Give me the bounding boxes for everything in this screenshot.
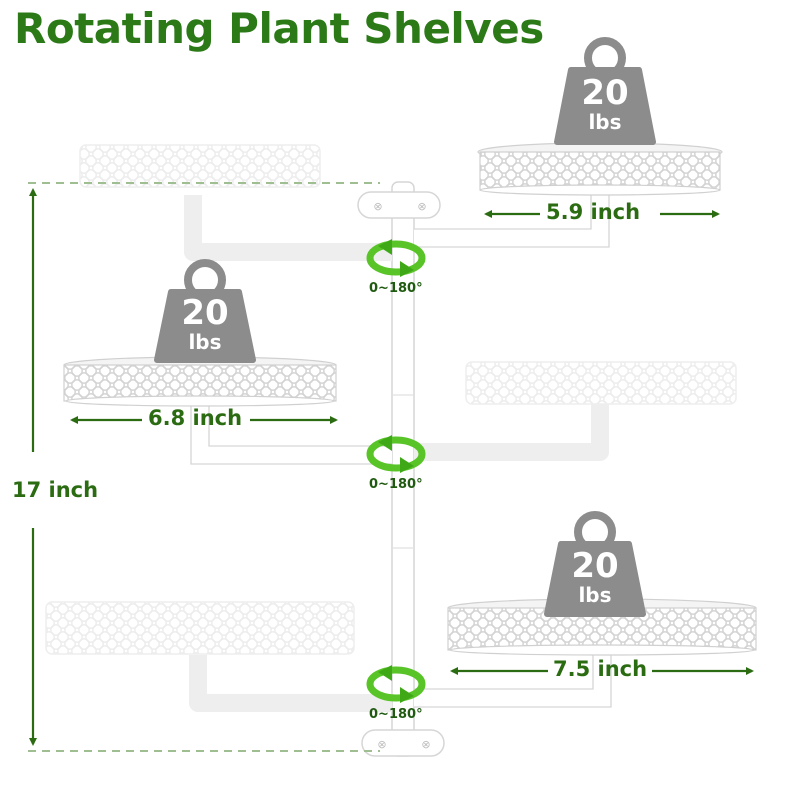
screw-mount-icon: ⊗ ⊗ — [357, 191, 441, 219]
screw-mount-icon: ⊗ ⊗ — [361, 729, 445, 757]
tier-1-tray-right — [477, 142, 723, 196]
page-title: Rotating Plant Shelves — [14, 4, 544, 53]
shelf-3-width-label: 7.5 inch — [553, 657, 648, 681]
svg-text:⊗: ⊗ — [417, 200, 426, 213]
weight-badge-2: 20 lbs — [157, 296, 253, 352]
weight-unit: lbs — [578, 583, 612, 607]
weight-icon — [554, 37, 656, 145]
weight-value: 20 — [581, 73, 629, 113]
tier-2-arm-left — [190, 404, 392, 465]
weight-icon — [154, 259, 256, 363]
tier-1-arm-right — [414, 188, 610, 248]
tier-3-arm-right — [414, 650, 612, 708]
weight-unit: lbs — [188, 330, 222, 354]
weight-badge-1: 20 lbs — [557, 76, 653, 132]
rotate-arrow-icon — [366, 435, 426, 473]
rotate-arrow-icon — [366, 665, 426, 703]
tier-1-arm-left-faint — [184, 195, 392, 261]
tier-1-tray-left-faint — [79, 144, 321, 188]
tier-3-tray-left-faint — [45, 601, 355, 655]
rotation-label-2: 0~180° — [369, 477, 423, 492]
dimension-arrow-icon — [28, 182, 380, 752]
weight-value: 20 — [571, 546, 619, 586]
weight-unit: lbs — [588, 110, 622, 134]
rotation-label-3: 0~180° — [369, 707, 423, 722]
svg-text:⊗: ⊗ — [421, 738, 430, 751]
tier-2-tray-left — [63, 356, 337, 407]
weight-icon — [544, 511, 646, 617]
shelf-2-width-label: 6.8 inch — [148, 406, 243, 430]
rotate-arrow-icon — [366, 239, 426, 277]
shelf-1-width-label: 5.9 inch — [546, 200, 641, 224]
tier-2-tray-right-faint — [465, 361, 737, 405]
svg-text:⊗: ⊗ — [377, 738, 386, 751]
height-label: 17 inch — [12, 478, 99, 502]
weight-badge-3: 20 lbs — [547, 549, 643, 605]
svg-text:⊗: ⊗ — [373, 200, 382, 213]
weight-value: 20 — [181, 293, 229, 333]
rotation-label-1: 0~180° — [369, 281, 423, 296]
tier-2-arm-right-faint — [414, 402, 609, 461]
tier-3-arm-left-faint — [189, 655, 392, 712]
